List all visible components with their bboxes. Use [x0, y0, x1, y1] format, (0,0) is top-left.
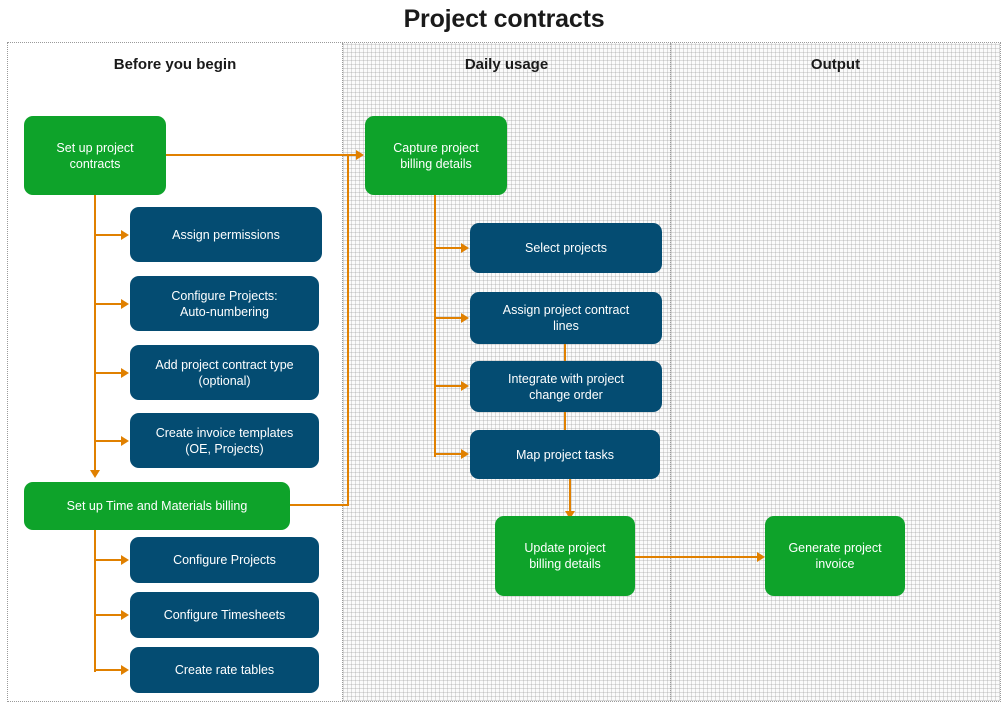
edge-setup-to-assign-permissions: [95, 234, 121, 236]
edge-setup-to-invoice-templates-arrowhead: [121, 436, 129, 446]
edge-capture-to-integrate-change-order: [435, 385, 461, 387]
edge-capture-trunk: [434, 195, 436, 457]
edge-setup-to-assign-permissions-arrowhead: [121, 230, 129, 240]
edge-capture-to-assign-contract-lines-arrowhead: [461, 313, 469, 323]
edge-tm-to-configure-timesheets-arrowhead: [121, 610, 129, 620]
node-label: Add project contract type (optional): [155, 357, 294, 388]
edge-setup-to-configure-auto-numbering-arrowhead: [121, 299, 129, 309]
node-create-invoice-templates[interactable]: Create invoice templates (OE, Projects): [130, 413, 319, 468]
node-label: Assign project contract lines: [502, 303, 630, 333]
lane-output: Output: [671, 43, 1000, 701]
node-assign-permissions[interactable]: Assign permissions: [130, 207, 322, 262]
node-label: Set up Time and Materials billing: [66, 499, 248, 513]
node-configure-projects[interactable]: Configure Projects: [130, 537, 319, 583]
edge-capture-to-select-projects: [435, 247, 461, 249]
edge-setup-to-contract-type: [95, 372, 121, 374]
edge-capture-to-select-projects-arrowhead: [461, 243, 469, 253]
edge-capture-to-assign-contract-lines: [435, 317, 461, 319]
node-label: Create rate tables: [174, 663, 275, 677]
edge-tm-to-create-rate-tables-arrowhead: [121, 665, 129, 675]
edge-setup-to-capture-arrowhead: [356, 150, 364, 160]
edge-setup-to-configure-auto-numbering: [95, 303, 121, 305]
edge-tm-to-configure-projects-arrowhead: [121, 555, 129, 565]
edge-tm-to-capture-vertical: [347, 154, 349, 506]
edge-tm-to-capture-horizontal: [290, 504, 349, 506]
lane-title-daily-usage: Daily usage: [464, 56, 549, 73]
edge-setup-to-invoice-templates: [95, 440, 121, 442]
node-integrate-with-project-change-order[interactable]: Integrate with project change order: [470, 361, 662, 412]
node-set-up-project-contracts[interactable]: Set up project contracts: [24, 116, 166, 195]
node-label: Set up project contracts: [56, 140, 134, 171]
node-label: Create invoice templates (OE, Projects): [155, 425, 294, 456]
edge-assign-lines-to-integrate: [564, 344, 566, 362]
node-label: Generate project invoice: [788, 541, 882, 571]
node-label: Map project tasks: [516, 447, 614, 462]
node-update-project-billing-details[interactable]: Update project billing details: [495, 516, 635, 596]
node-select-projects[interactable]: Select projects: [470, 223, 662, 273]
edge-integrate-to-map-tasks: [564, 412, 566, 430]
node-label: Configure Timesheets: [163, 608, 286, 622]
node-configure-timesheets[interactable]: Configure Timesheets: [130, 592, 319, 638]
node-capture-project-billing-details[interactable]: Capture project billing details: [365, 116, 507, 195]
lane-title-before-you-begin: Before you begin: [113, 56, 237, 73]
edge-tm-to-create-rate-tables: [95, 669, 121, 671]
edge-setup-to-capture: [166, 154, 356, 156]
node-assign-project-contract-lines[interactable]: Assign project contract lines: [470, 292, 662, 344]
edge-capture-to-map-project-tasks-arrowhead: [461, 449, 469, 459]
node-label: Assign permissions: [172, 227, 280, 242]
node-label: Integrate with project change order: [507, 371, 625, 402]
edge-capture-to-map-project-tasks: [435, 453, 461, 455]
lane-title-output: Output: [810, 56, 861, 73]
edge-map-tasks-to-update-billing: [569, 479, 571, 513]
edge-capture-to-integrate-change-order-arrowhead: [461, 381, 469, 391]
node-label: Configure Projects: Auto-numbering: [171, 288, 278, 319]
node-label: Select projects: [525, 241, 607, 255]
edge-map-tasks-to-update-billing-arrowhead: [565, 511, 575, 519]
edge-setup-to-contract-type-arrowhead: [121, 368, 129, 378]
node-map-project-tasks[interactable]: Map project tasks: [470, 430, 660, 479]
edge-update-billing-to-generate-invoice-arrowhead: [757, 552, 765, 562]
edge-tm-to-configure-timesheets: [95, 614, 121, 616]
edge-tm-to-configure-projects: [95, 559, 121, 561]
node-label: Capture project billing details: [393, 140, 479, 171]
node-label: Configure Projects: [173, 553, 276, 567]
node-set-up-time-and-materials-billing[interactable]: Set up Time and Materials billing: [24, 482, 290, 530]
node-add-project-contract-type[interactable]: Add project contract type (optional): [130, 345, 319, 400]
edge-tm-trunk: [94, 530, 96, 672]
node-label: Update project billing details: [524, 541, 606, 571]
node-create-rate-tables[interactable]: Create rate tables: [130, 647, 319, 693]
node-generate-project-invoice[interactable]: Generate project invoice: [765, 516, 905, 596]
edge-setup-trunk: [94, 195, 96, 470]
edge-update-billing-to-generate-invoice: [635, 556, 757, 558]
edge-setup-to-tm-arrowhead: [90, 470, 100, 478]
page-title: Project contracts: [403, 5, 605, 33]
node-configure-projects-auto-numbering[interactable]: Configure Projects: Auto-numbering: [130, 276, 319, 331]
